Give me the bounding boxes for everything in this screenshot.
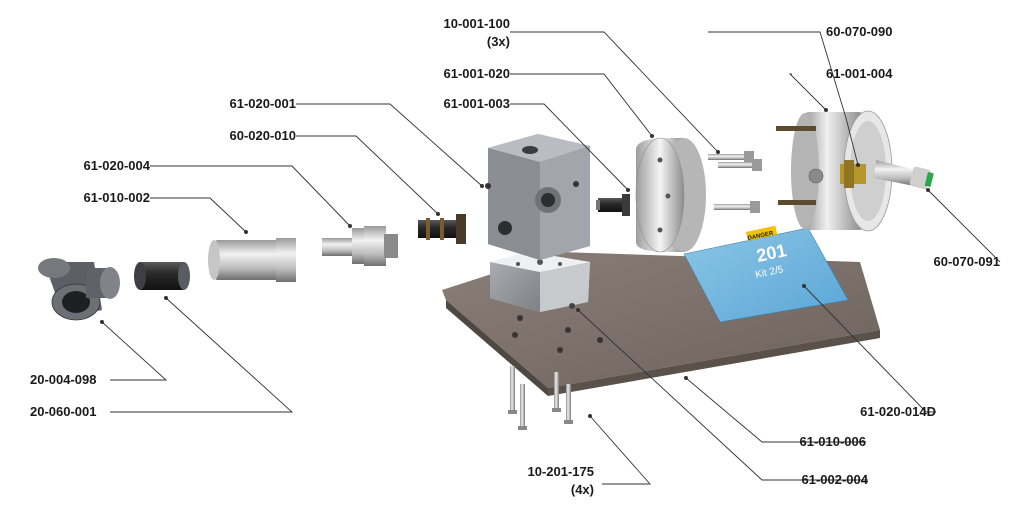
callout-10-001-100-qty: (3x) <box>487 34 510 49</box>
callout-10-201-175-qty: (4x) <box>571 482 594 497</box>
card-badge: DANGER <box>747 231 774 242</box>
callout-20-060-001: 20-060-001 <box>30 404 97 419</box>
leader-lines <box>100 31 1001 485</box>
callout-61-010-006: 61-010-006 <box>800 434 867 449</box>
valve-60-070-090 <box>840 160 866 188</box>
housing-61-001-004 <box>776 110 893 232</box>
card: DANGER 201 Kit 2/5 <box>683 225 849 323</box>
callout-61-020-004: 61-020-004 <box>84 158 151 173</box>
mounting-block <box>490 252 590 312</box>
callout-10-201-175: 10-201-175 <box>528 464 595 479</box>
callout-60-070-090: 60-070-090 <box>826 24 893 39</box>
callout-61-020-001: 61-020-001 <box>230 96 297 111</box>
disc-61-001-020 <box>635 137 706 253</box>
callout-labels: 10-001-100 (3x) 60-070-090 61-001-020 61… <box>30 16 1000 497</box>
callout-10-001-100: 10-001-100 <box>444 16 511 31</box>
adapter-61-020-004 <box>322 226 398 266</box>
callout-61-001-020: 61-001-020 <box>444 66 511 81</box>
callout-61-010-002: 61-010-002 <box>84 190 151 205</box>
callout-61-001-003: 61-001-003 <box>444 96 511 111</box>
screws-10-001-100 <box>708 151 762 213</box>
connector-60-070-091 <box>874 160 934 190</box>
coupling-61-010-002 <box>208 238 296 282</box>
manifold-block <box>485 134 590 260</box>
fitting-61-001-003 <box>596 194 630 216</box>
callout-20-004-098: 20-004-098 <box>30 372 97 387</box>
callout-61-020-014D: 61-020-014D <box>860 404 936 419</box>
callout-60-020-010: 60-020-010 <box>230 128 297 143</box>
tee-20-004-098 <box>38 258 120 321</box>
callout-60-070-091: 60-070-091 <box>934 254 1001 269</box>
cartridge-60-020-010 <box>418 214 466 244</box>
nipple-20-060-001 <box>134 262 190 290</box>
callout-61-002-004: 61-002-004 <box>802 472 869 487</box>
screws-10-201-175 <box>508 366 573 430</box>
callout-61-001-004: 61-001-004 <box>826 66 893 81</box>
